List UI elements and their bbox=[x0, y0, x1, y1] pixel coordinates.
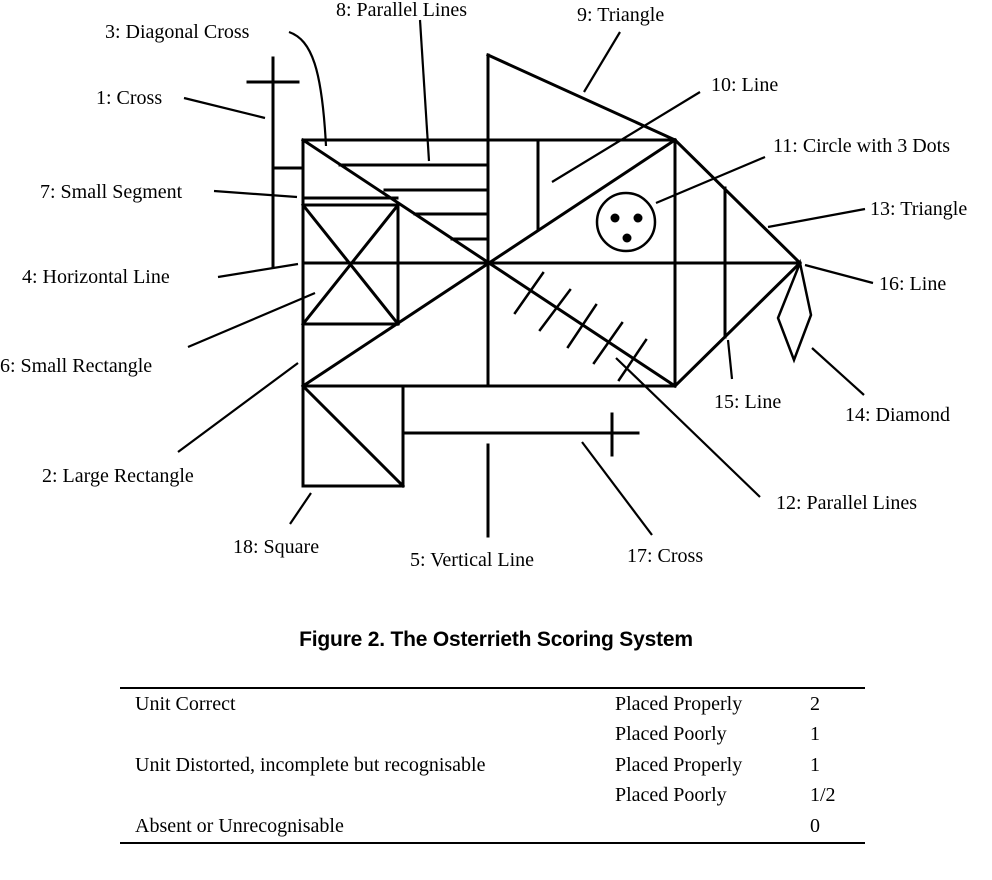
leader-7 bbox=[213, 189, 298, 199]
figure-drawing: 1: Cross 2: Large Rectangle 3: Diagonal … bbox=[0, 0, 967, 571]
leader-17 bbox=[581, 441, 653, 536]
label-13: 13: Triangle bbox=[870, 198, 967, 220]
leader-9 bbox=[583, 31, 621, 93]
label-15: 15: Line bbox=[714, 391, 781, 413]
parallel-line-12d bbox=[592, 321, 624, 365]
label-12: 12: Parallel Lines bbox=[776, 492, 917, 514]
unit-cell bbox=[120, 781, 615, 812]
small-rectangle-diag-b bbox=[300, 202, 401, 327]
label-7: 7: Small Segment bbox=[40, 181, 183, 203]
label-5: 5: Vertical Line bbox=[410, 549, 534, 571]
parallel-line-12e bbox=[617, 338, 648, 382]
circle-dot-3 bbox=[622, 233, 632, 243]
placement-cell: Placed Properly bbox=[615, 753, 743, 776]
parallel-line-12b bbox=[538, 288, 572, 332]
leader-18 bbox=[289, 492, 312, 525]
label-6: 6: Small Rectangle bbox=[0, 355, 152, 377]
label-10: 10: Line bbox=[711, 74, 778, 96]
unit-cell: Absent or Unrecognisable bbox=[135, 814, 344, 837]
leader-10 bbox=[551, 91, 701, 183]
leader-3 bbox=[288, 30, 328, 147]
leader-6 bbox=[187, 291, 316, 349]
label-3: 3: Diagonal Cross bbox=[105, 21, 250, 43]
parallel-line-12a bbox=[513, 271, 545, 315]
label-14: 14: Diamond bbox=[845, 404, 950, 426]
square-shape bbox=[301, 384, 405, 488]
score-cell: 0 bbox=[810, 814, 820, 837]
label-18: 18: Square bbox=[233, 536, 319, 558]
unit-cell: Unit Distorted, incomplete but recognisa… bbox=[135, 753, 486, 776]
parallel-line-12c bbox=[566, 303, 598, 349]
label-17: 17: Cross bbox=[627, 545, 703, 567]
label-9: 9: Triangle bbox=[577, 4, 664, 26]
score-cell: 1 bbox=[810, 753, 820, 776]
table-row: Placed Poorly 1/2 bbox=[120, 781, 865, 812]
table-row: Unit Correct Placed Properly 2 bbox=[120, 688, 865, 720]
score-cell: 1/2 bbox=[810, 784, 836, 807]
diamond-shape bbox=[776, 258, 813, 364]
leader-2 bbox=[177, 362, 299, 453]
unit-cell bbox=[120, 720, 615, 751]
figure-caption: Figure 2. The Osterrieth Scoring System bbox=[299, 628, 693, 651]
scoring-table: Unit Correct Placed Properly 2 Placed Po… bbox=[120, 687, 865, 844]
circle-dot-1 bbox=[610, 213, 620, 223]
label-1: 1: Cross bbox=[96, 87, 162, 109]
leader-16 bbox=[804, 263, 874, 285]
leader-4 bbox=[217, 262, 299, 279]
label-11: 11: Circle with 3 Dots bbox=[773, 135, 950, 157]
square-diagonal bbox=[300, 383, 406, 489]
circle-dot-2 bbox=[633, 213, 643, 223]
label-8: 8: Parallel Lines bbox=[336, 0, 467, 21]
placement-cell: Placed Properly bbox=[615, 692, 743, 715]
triangle-9-shape bbox=[486, 53, 677, 142]
label-4: 4: Horizontal Line bbox=[22, 266, 170, 288]
leader-15 bbox=[726, 339, 734, 380]
unit-cell: Unit Correct bbox=[135, 692, 236, 715]
score-cell: 2 bbox=[810, 692, 820, 715]
score-cell: 1 bbox=[810, 723, 820, 746]
small-rectangle-shape bbox=[301, 203, 400, 326]
leader-12 bbox=[615, 357, 761, 498]
table-row: Unit Distorted, incomplete but recognisa… bbox=[120, 750, 865, 781]
leader-8 bbox=[418, 19, 431, 162]
placement-cell: Placed Poorly bbox=[615, 784, 727, 807]
label-2: 2: Large Rectangle bbox=[42, 465, 194, 487]
rey-osterrieth-figure: 1: Cross 2: Large Rectangle 3: Diagonal … bbox=[0, 0, 967, 571]
leader-1 bbox=[183, 96, 266, 120]
leader-11 bbox=[655, 155, 766, 205]
placement-cell: Placed Poorly bbox=[615, 723, 727, 746]
leader-14 bbox=[811, 347, 865, 396]
placement-cell bbox=[615, 811, 810, 843]
leader-13 bbox=[767, 207, 866, 229]
table-row: Absent or Unrecognisable 0 bbox=[120, 811, 865, 843]
table-row: Placed Poorly 1 bbox=[120, 720, 865, 751]
label-16: 16: Line bbox=[879, 273, 946, 295]
circle-shape bbox=[595, 191, 657, 253]
